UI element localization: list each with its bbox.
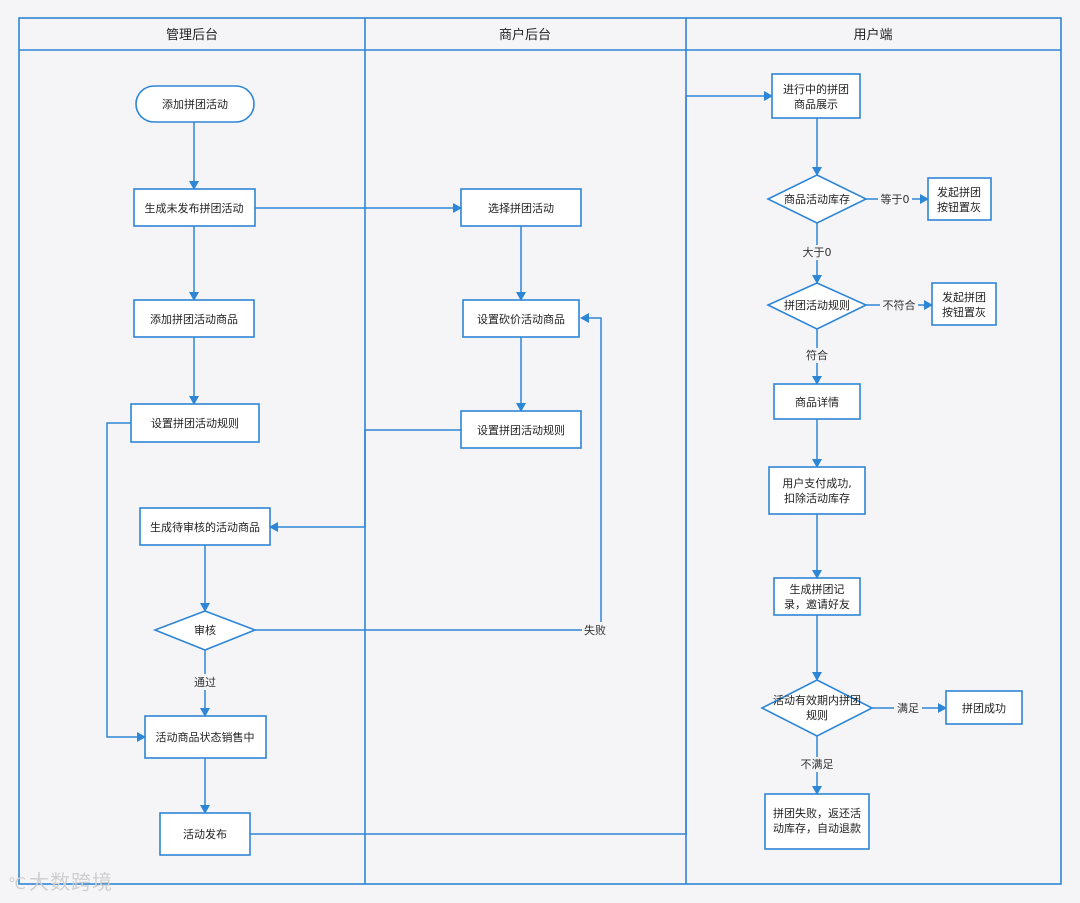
lanes-frame: [18, 17, 1062, 885]
process-node: [945, 690, 1023, 725]
edge-label-satisfied: 满足: [897, 702, 919, 715]
merchant-nodes: 选择拼团活动 设置砍价活动商品 设置拼团活动规则: [460, 188, 582, 449]
node-label-gen-record-1: 生成拼团记: [790, 582, 845, 596]
node-label-group-fail-1: 拼团失败，返还活: [773, 806, 861, 820]
decision-node: [766, 282, 868, 330]
edges: [106, 91, 947, 835]
node-label-ongoing-display-1: 进行中的拼团: [783, 82, 849, 96]
edge-label-not-satisfied: 不满足: [801, 758, 834, 771]
node-label-status-on-sale: 活动商品状态销售中: [156, 730, 255, 744]
user-nodes: 进行中的拼团 商品展示 商品活动库存 发起拼团 按钮置灰 拼团活动规则 发起拼团…: [760, 73, 1023, 850]
bubble-logo-icon: ℃: [8, 874, 27, 893]
process-node: [768, 466, 866, 515]
node-label-review: 审核: [194, 623, 216, 637]
process-node: [764, 793, 870, 850]
edge-label-fail: 失败: [584, 623, 606, 637]
process-node: [927, 177, 992, 221]
process-node: [144, 715, 267, 759]
node-label-start-btn-gray-2b: 按钮置灰: [942, 305, 986, 319]
start-node: [135, 85, 255, 123]
node-label-add-goods: 添加拼团活动商品: [150, 312, 238, 326]
decision-node: [766, 174, 868, 224]
process-node: [159, 812, 251, 856]
node-label-validity-check-1: 活动有效期内拼团: [773, 693, 861, 707]
process-node: [133, 188, 256, 227]
node-label-select-activity: 选择拼团活动: [488, 201, 554, 215]
node-label-group-success: 拼团成功: [962, 701, 1006, 715]
decision-node: [760, 679, 874, 737]
edge-labels: 失败 通过 等于0 大于0 不符合 符合 满足 不满足: [191, 192, 922, 772]
lane-title-admin: 管理后台: [166, 28, 218, 43]
process-node: [130, 403, 260, 443]
process-node: [460, 188, 582, 227]
node-label-add-activity: 添加拼团活动: [162, 97, 228, 111]
process-node: [462, 299, 580, 338]
node-label-rule-check: 拼团活动规则: [784, 298, 850, 312]
node-label-gen-unpublished: 生成未发布拼团活动: [145, 201, 244, 215]
process-node: [771, 73, 861, 119]
process-node: [133, 299, 255, 338]
process-node: [931, 282, 997, 326]
edge-label-greater-zero: 大于0: [803, 245, 832, 259]
node-label-start-btn-gray-2a: 发起拼团: [942, 290, 986, 304]
node-label-publish: 活动发布: [183, 827, 227, 841]
node-label-set-rules-admin: 设置拼团活动规则: [151, 416, 239, 430]
lane-title-user: 用户端: [853, 27, 892, 43]
node-label-stock-check: 商品活动库存: [784, 192, 850, 206]
node-label-set-bargain-goods: 设置砍价活动商品: [477, 312, 565, 326]
lane-title-merchant: 商户后台: [499, 27, 551, 43]
node-label-validity-check-2: 规则: [806, 708, 828, 722]
watermark-text: 大数跨境: [28, 870, 113, 894]
process-node: [773, 577, 861, 616]
edge-label-equal-zero: 等于0: [881, 192, 910, 206]
edge-label-match: 符合: [806, 348, 828, 362]
node-label-pay-success-1: 用户支付成功,: [782, 476, 852, 490]
node-label-group-fail-2: 动库存，自动退款: [773, 821, 861, 835]
edge-label-not-match: 不符合: [883, 298, 916, 312]
process-node: [139, 507, 271, 546]
node-label-goods-detail: 商品详情: [795, 395, 839, 409]
decision-node: [152, 610, 258, 651]
node-label-pay-success-2: 扣除活动库存: [784, 491, 850, 505]
node-label-gen-record-2: 录，邀请好友: [784, 597, 850, 611]
node-label-start-btn-gray-1b: 按钮置灰: [937, 200, 981, 214]
node-label-ongoing-display-2: 商品展示: [794, 97, 838, 111]
process-node: [460, 410, 582, 449]
node-label-gen-pending-review: 生成待审核的活动商品: [150, 520, 260, 534]
admin-nodes: 添加拼团活动 生成未发布拼团活动 添加拼团活动商品 设置拼团活动规则 生成待审核…: [130, 85, 271, 856]
node-label-start-btn-gray-1a: 发起拼团: [937, 185, 981, 199]
edge-label-pass: 通过: [194, 676, 216, 689]
node-label-set-rules-merchant: 设置拼团活动规则: [477, 423, 565, 437]
process-node: [773, 383, 861, 420]
